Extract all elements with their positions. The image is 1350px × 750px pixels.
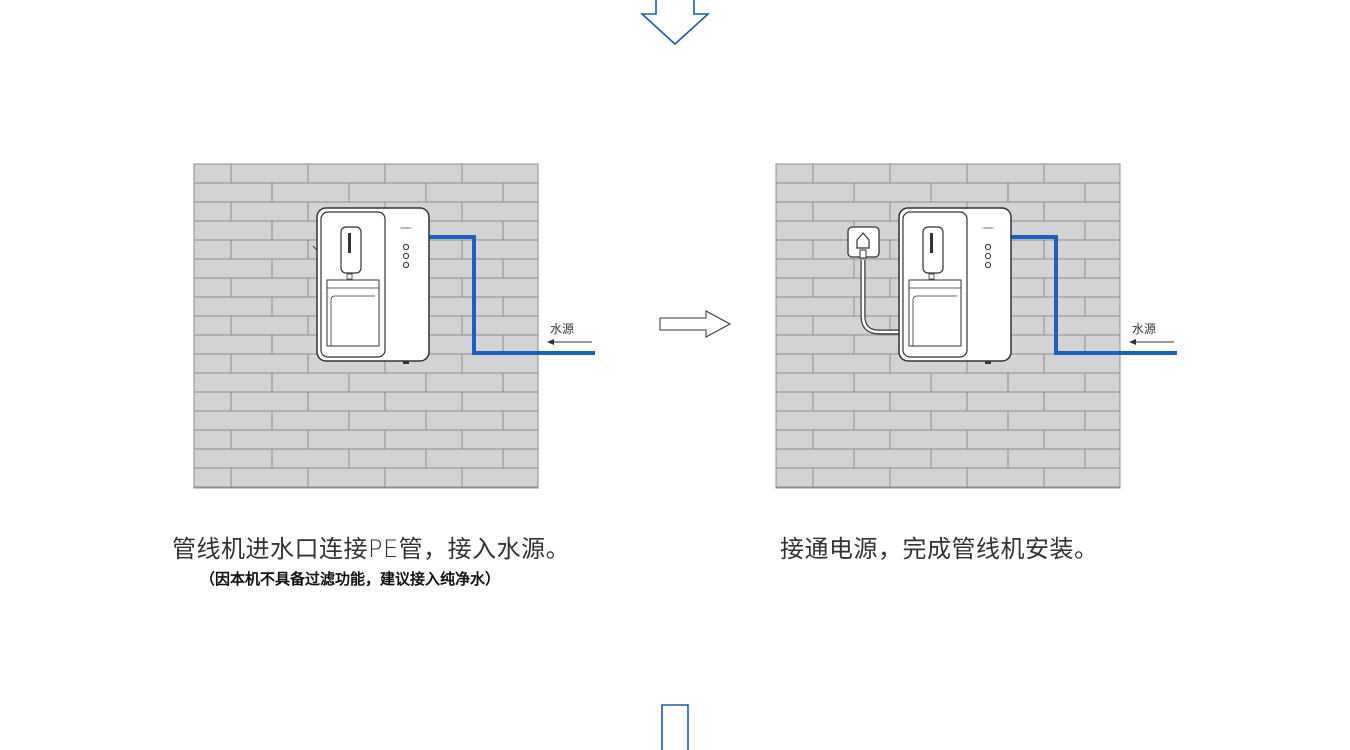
- step-2-illustration: 水源 LONSID: [775, 163, 1177, 489]
- water-dispenser-unit: LONSID: [312, 207, 430, 364]
- step-2-caption: 接通电源，完成管线机安装。: [780, 535, 1099, 563]
- water-dispenser-unit: LONSID: [898, 207, 1012, 364]
- top-down-arrow-icon: [639, 0, 711, 46]
- water-pipe: [428, 235, 595, 355]
- water-source-label: 水源: [1132, 322, 1156, 336]
- water-pipe: [1010, 235, 1177, 355]
- step-1-note: （因本机不具备过滤功能，建议接入纯净水）: [200, 570, 501, 588]
- water-source-arrow-icon: [547, 339, 592, 345]
- step-1-caption: 管线机进水口连接PE管，接入水源。: [172, 535, 571, 563]
- power-plug-icon: [847, 226, 880, 259]
- water-source-label: 水源: [550, 322, 574, 336]
- step-1-illustration: 水源 LONSID: [193, 163, 595, 489]
- svg-text:LONSID: LONSID: [982, 226, 994, 230]
- bottom-down-arrow-icon: [661, 704, 689, 750]
- middle-right-arrow-icon: [659, 310, 732, 338]
- svg-text:LONSID: LONSID: [400, 226, 412, 230]
- water-source-arrow-icon: [1129, 339, 1174, 345]
